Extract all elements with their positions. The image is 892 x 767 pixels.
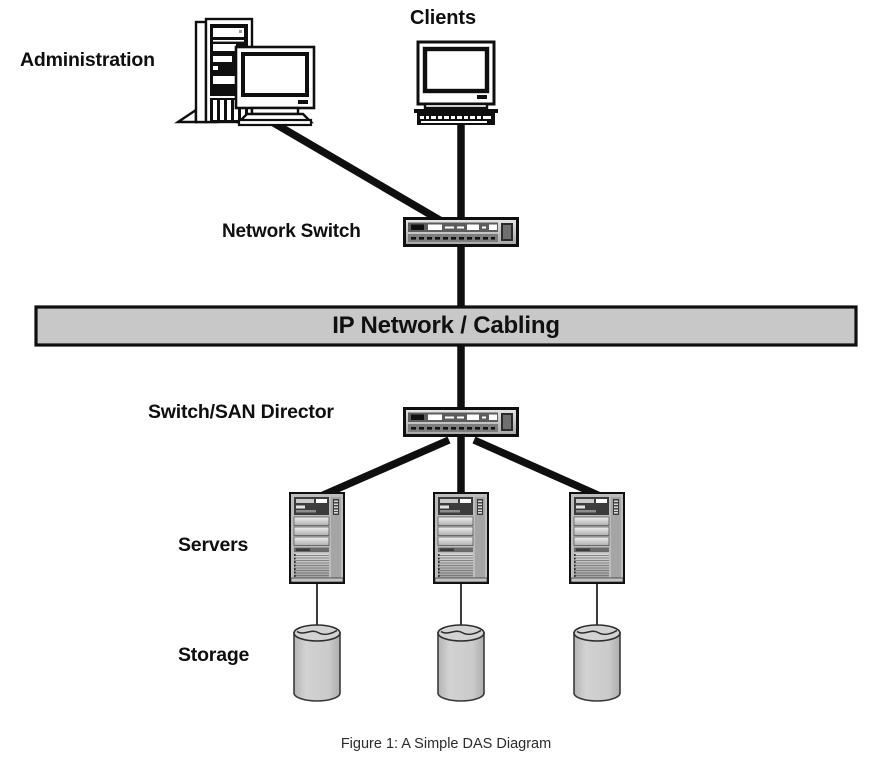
figure-caption: Figure 1: A Simple DAS Diagram — [340, 736, 552, 752]
link-san-director-to-server-1 — [319, 436, 451, 500]
server-rack-icon[interactable] — [288, 491, 346, 585]
link-administration-to-switch — [270, 118, 445, 226]
server-rack-icon[interactable] — [568, 491, 626, 585]
label-servers: Servers — [178, 534, 249, 556]
label-switch-san-director: Switch/SAN Director — [148, 401, 334, 423]
storage-cylinder-icon[interactable] — [573, 624, 621, 702]
label-network-switch: Network Switch — [222, 221, 361, 242]
san-director-switch-icon[interactable] — [403, 407, 519, 437]
network-switch-icon[interactable] — [403, 217, 519, 247]
link-san-director-to-server-3 — [472, 436, 602, 500]
server-rack-icon[interactable] — [432, 491, 490, 585]
storage-cylinder-icon[interactable] — [293, 624, 341, 702]
storage-cylinder-icon[interactable] — [437, 624, 485, 702]
label-administration: Administration — [20, 49, 155, 71]
connection-lines — [270, 118, 602, 628]
label-clients: Clients — [410, 7, 476, 29]
ip-network-bar[interactable] — [34, 305, 858, 347]
label-storage: Storage — [178, 644, 250, 666]
desktop-monitor-keyboard-icon[interactable] — [414, 40, 498, 125]
tower-pc-with-monitor-icon[interactable] — [174, 17, 316, 127]
